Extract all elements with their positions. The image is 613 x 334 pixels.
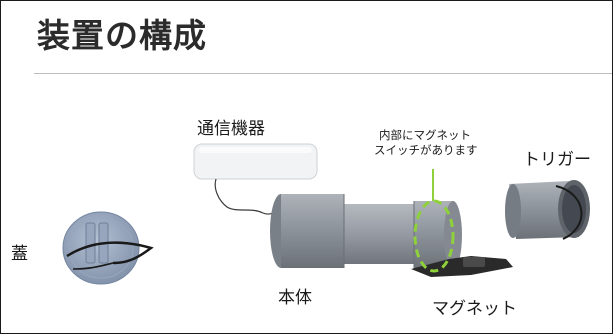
- slide-title: 装置の構成: [37, 16, 207, 55]
- label-lid: 蓋: [11, 244, 28, 264]
- comm-device-part: [193, 143, 318, 215]
- title-divider: [34, 73, 612, 74]
- label-magnet-note-line1: 内部にマグネット: [379, 128, 471, 142]
- label-trigger: トリガー: [523, 150, 591, 170]
- lid-part: [62, 211, 154, 285]
- label-magnet: マグネット: [432, 299, 517, 319]
- trigger-part: [505, 180, 590, 240]
- label-magnet-note-line2: スイッチがあります: [374, 143, 478, 157]
- label-main-body: 本体: [278, 288, 312, 308]
- label-comm-device: 通信機器: [197, 119, 265, 139]
- main-body-part: [270, 169, 513, 277]
